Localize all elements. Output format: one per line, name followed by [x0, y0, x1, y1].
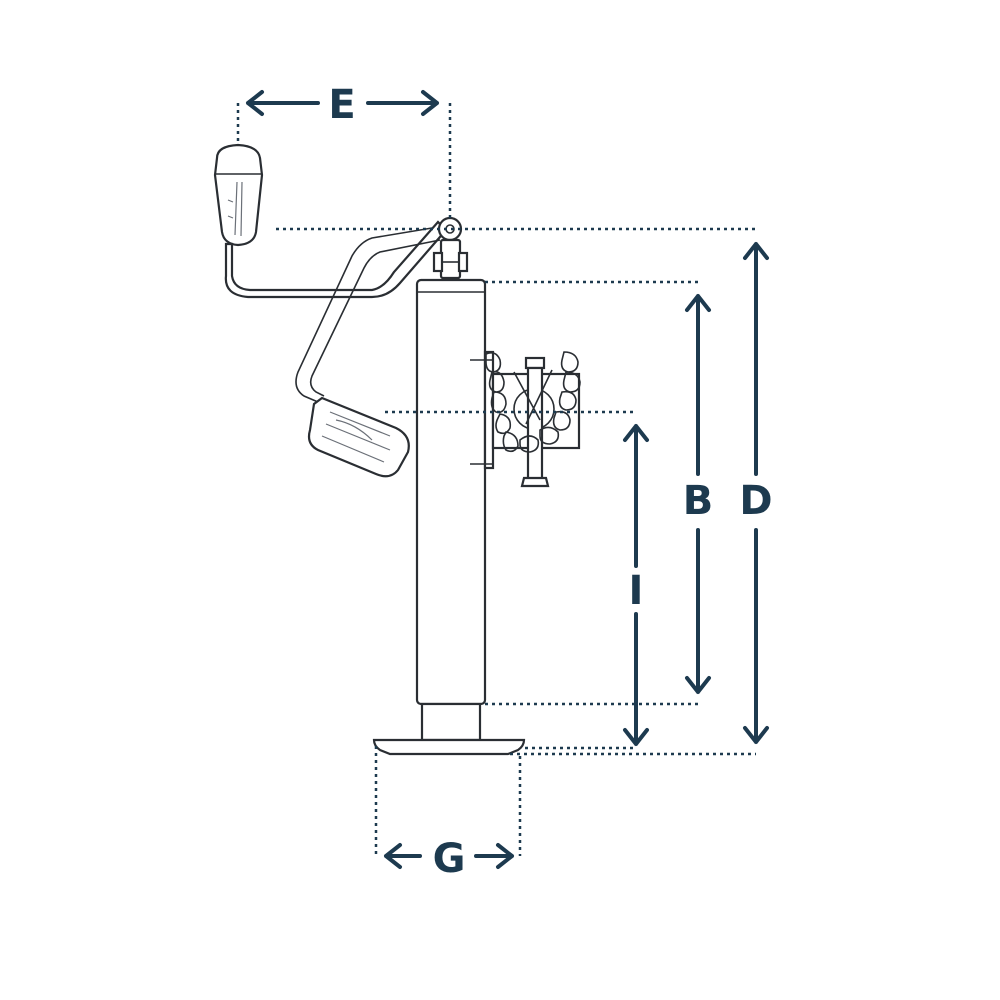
dimension-label-i: I: [629, 568, 644, 614]
dimension-label-e: E: [328, 82, 355, 128]
dimension-e: E: [236, 82, 452, 218]
dimension-label-d: D: [739, 478, 772, 524]
crank-arm-upper: [224, 220, 448, 299]
dimension-label-b: B: [683, 478, 714, 524]
dimension-g-arrow-left: [384, 843, 422, 869]
handle-grip-upper: [213, 143, 264, 247]
dimension-g-arrow-right: [474, 843, 514, 869]
dimension-b: B: [485, 280, 714, 706]
crank-arm-lower: [295, 227, 441, 403]
gear-head: [432, 216, 469, 280]
dimension-i-arrow-up: [623, 424, 649, 568]
foot-plate: [372, 738, 526, 756]
trailer-jack-drawing: [213, 143, 581, 756]
handle-grip-lower: [307, 396, 410, 478]
dimension-g: G: [374, 746, 522, 882]
dimension-b-arrow-up: [685, 294, 711, 476]
dimension-d-arrow-up: [743, 242, 769, 476]
dimension-lines: E D B I: [236, 82, 773, 882]
dimension-b-arrow-down: [685, 528, 711, 694]
dimension-i: I: [385, 410, 649, 750]
outer-tube: [415, 278, 487, 706]
inner-tube: [420, 702, 482, 742]
mounting-bracket: [470, 350, 581, 488]
dimension-e-arrow-left: [246, 90, 320, 116]
dimension-e-arrow-right: [366, 90, 439, 116]
dimension-d: D: [276, 227, 773, 756]
dimension-d-arrow-down: [743, 528, 769, 744]
dimension-label-g: G: [433, 836, 466, 882]
dimension-i-arrow-down: [623, 612, 649, 746]
